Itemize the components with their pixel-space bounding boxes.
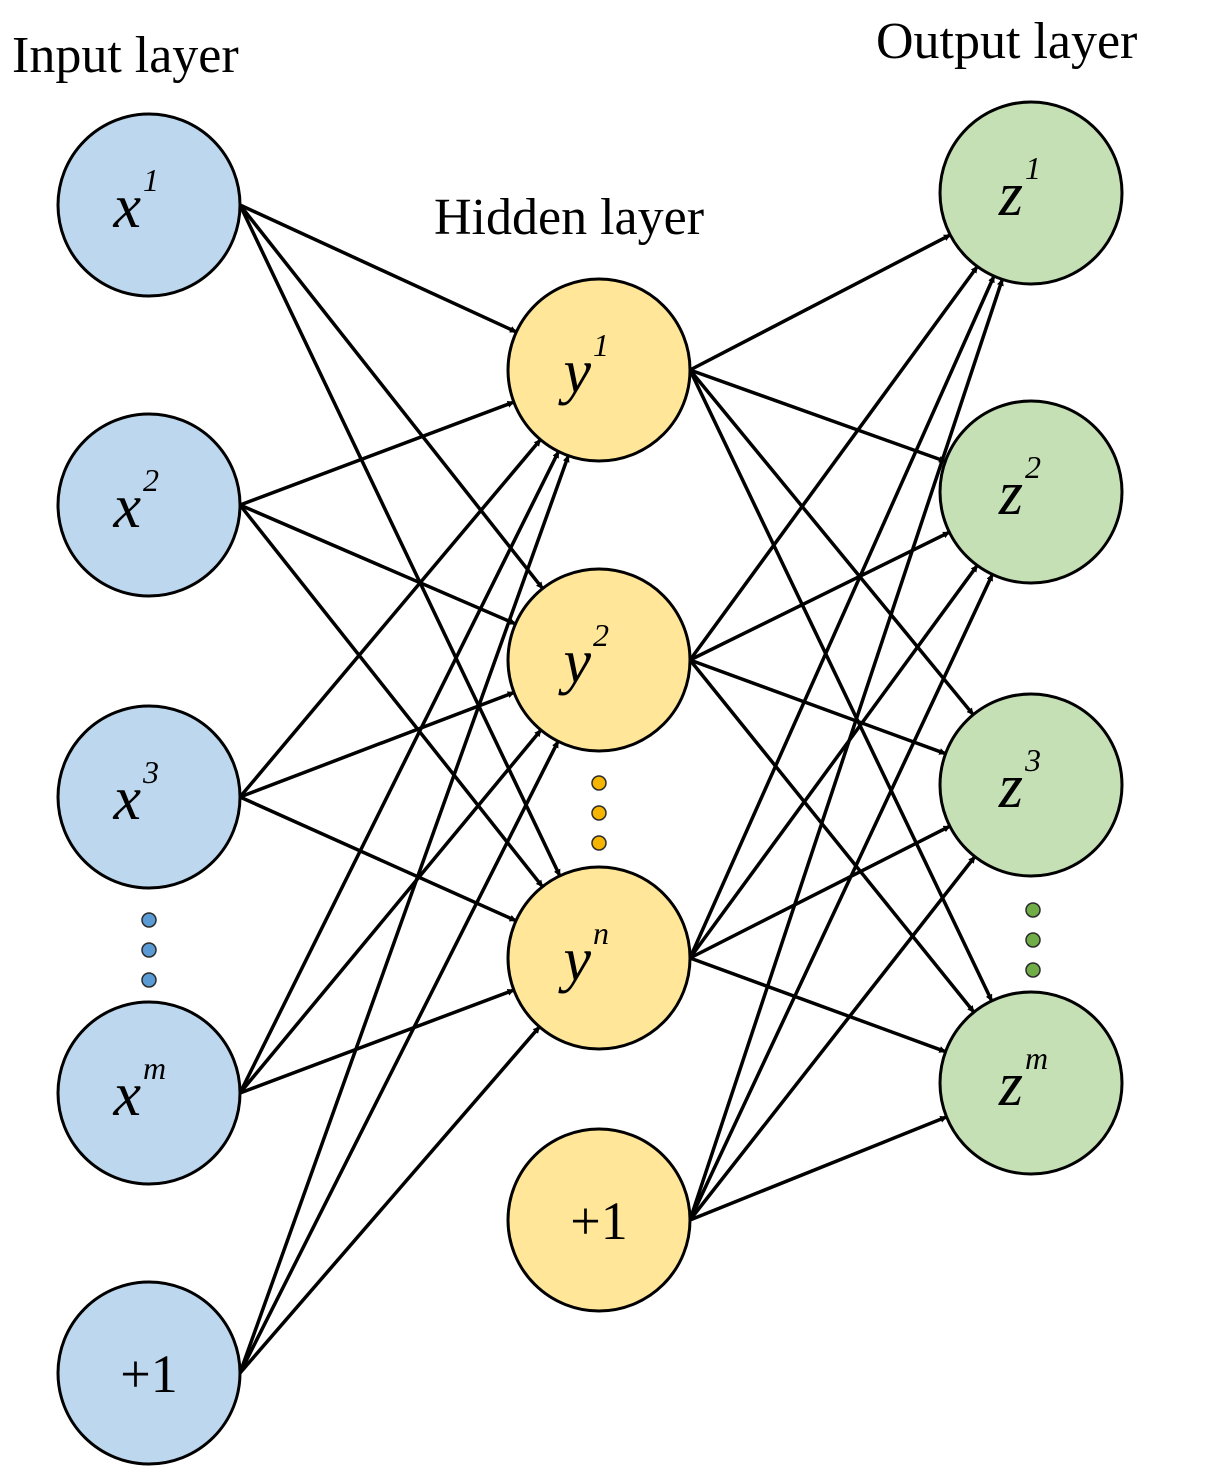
input-node-bias: +1 bbox=[56, 1280, 242, 1466]
output-node-circle bbox=[938, 990, 1124, 1176]
hidden-node-circle bbox=[506, 865, 692, 1051]
edge-x4-to-y1 bbox=[238, 450, 561, 1094]
hidden-node-circle bbox=[506, 277, 692, 463]
edge-x3-to-y1 bbox=[238, 438, 542, 799]
edge-y2-to-z1 bbox=[688, 265, 979, 662]
input-node-circle bbox=[56, 1000, 242, 1186]
hidden-ellipsis-dot-2 bbox=[591, 805, 607, 821]
node-variable: z bbox=[998, 460, 1023, 528]
edge-x2-to-y3 bbox=[238, 503, 544, 888]
input-node-circle bbox=[56, 1280, 242, 1466]
edge-y3-to-z3 bbox=[689, 824, 951, 960]
output-ellipsis-dot-3 bbox=[1025, 962, 1041, 978]
edge-x1-to-y1 bbox=[239, 203, 518, 334]
hidden-node-bias: +1 bbox=[506, 1127, 692, 1313]
edge-y3-to-z1 bbox=[688, 275, 996, 959]
hidden-layer-title: Hidden layer bbox=[434, 189, 704, 246]
input-ellipsis-dot-3 bbox=[141, 972, 157, 988]
edge-x5-to-y3 bbox=[238, 1025, 541, 1375]
node-superscript: 1 bbox=[593, 327, 609, 363]
edge-y2-to-z4 bbox=[688, 658, 976, 1014]
node-superscript: n bbox=[593, 915, 609, 951]
output-ellipsis-dot-1 bbox=[1025, 902, 1041, 918]
edge-y4-to-z2 bbox=[688, 573, 994, 1221]
node-variable: z bbox=[998, 753, 1023, 821]
node-variable: z bbox=[998, 1051, 1023, 1119]
node-superscript: 3 bbox=[142, 754, 159, 790]
edge-y4-to-z3 bbox=[688, 855, 977, 1222]
edge-x4-to-y2 bbox=[238, 728, 543, 1095]
node-superscript: 2 bbox=[1025, 449, 1041, 485]
edge-x3-to-y2 bbox=[239, 690, 515, 799]
node-variable: y bbox=[557, 926, 591, 994]
edge-y4-to-z1 bbox=[688, 278, 1004, 1221]
node-superscript: 2 bbox=[143, 462, 159, 498]
input-layer-title: Input layer bbox=[12, 27, 239, 84]
edge-y3-to-z2 bbox=[688, 564, 979, 960]
output-node-circle bbox=[938, 399, 1124, 585]
hidden-node-circle bbox=[506, 567, 692, 753]
edge-x1-to-y2 bbox=[238, 203, 545, 590]
output-node-circle bbox=[938, 692, 1124, 878]
edge-y2-to-z2 bbox=[689, 530, 951, 662]
node-variable: x bbox=[112, 1061, 141, 1129]
input-node-circle bbox=[56, 412, 242, 598]
input-ellipsis-dot-1 bbox=[141, 912, 157, 928]
input-node-circle bbox=[56, 112, 242, 298]
node-variable: x bbox=[112, 173, 141, 241]
edge-y3-to-z4 bbox=[689, 956, 947, 1054]
node-variable: z bbox=[998, 161, 1023, 229]
hidden-ellipsis-dot-3 bbox=[591, 835, 607, 851]
edge-x2-to-y1 bbox=[239, 400, 515, 507]
node-variable: x bbox=[112, 473, 141, 541]
output-layer-title: Output layer bbox=[876, 13, 1137, 70]
edge-y1-to-z4 bbox=[688, 369, 994, 1002]
edge-x3-to-y3 bbox=[239, 795, 517, 923]
node-superscript: 3 bbox=[1024, 742, 1041, 778]
node-variable: x bbox=[112, 765, 141, 833]
bias-label: +1 bbox=[120, 1344, 177, 1404]
edge-x2-to-y2 bbox=[239, 503, 517, 626]
edge-y1-to-z3 bbox=[688, 368, 975, 716]
node-superscript: 1 bbox=[1025, 150, 1041, 186]
node-superscript: 2 bbox=[593, 617, 609, 653]
node-superscript: m bbox=[1025, 1040, 1048, 1076]
edge-y4-to-z4 bbox=[689, 1115, 948, 1222]
node-superscript: 1 bbox=[143, 162, 159, 198]
edge-y2-to-z3 bbox=[689, 658, 947, 756]
edge-x5-to-y1 bbox=[238, 455, 570, 1374]
edge-y1-to-z1 bbox=[689, 233, 952, 372]
input-node-circle bbox=[56, 704, 242, 890]
connections bbox=[238, 203, 1004, 1375]
hidden-node-circle bbox=[506, 1127, 692, 1313]
edge-y1-to-z2 bbox=[689, 368, 946, 463]
node-variable: y bbox=[557, 338, 591, 406]
bias-label: +1 bbox=[570, 1191, 627, 1251]
ellipsis-dots bbox=[141, 775, 1041, 988]
node-superscript: m bbox=[143, 1050, 166, 1086]
output-node-circle bbox=[938, 100, 1124, 286]
input-ellipsis-dot-2 bbox=[141, 942, 157, 958]
hidden-ellipsis-dot-1 bbox=[591, 775, 607, 791]
edge-x1-to-y3 bbox=[238, 204, 562, 877]
edge-x5-to-y2 bbox=[238, 740, 560, 1374]
output-ellipsis-dot-2 bbox=[1025, 932, 1041, 948]
node-variable: y bbox=[557, 628, 591, 696]
edge-x4-to-y3 bbox=[239, 988, 515, 1095]
